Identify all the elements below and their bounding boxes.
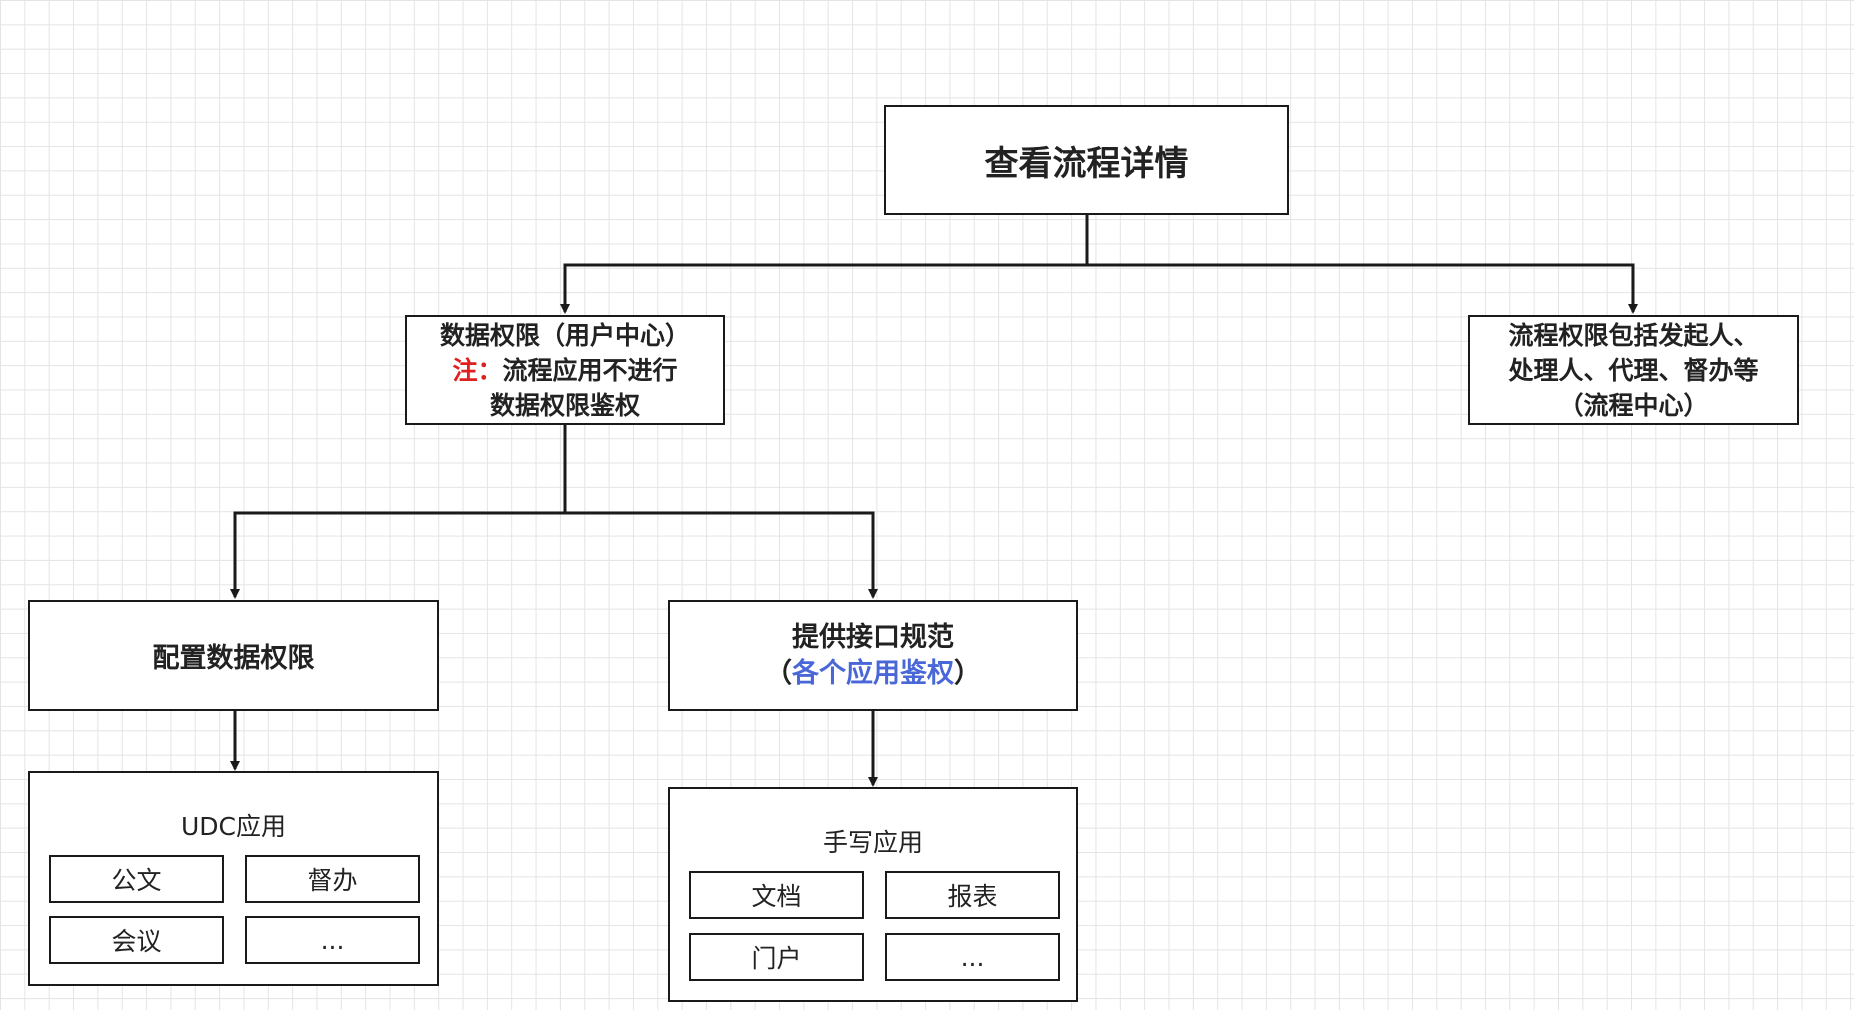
api-node-subtitle: （各个应用鉴权） xyxy=(765,656,981,692)
api-node-title: 提供接口规范 xyxy=(792,621,954,653)
udc-app-title: UDC应用 xyxy=(180,812,286,841)
flow-permission-line1: 流程权限包括发起人、 xyxy=(1508,320,1759,350)
handwrite-app-container[interactable]: 手写应用 文档 报表 门户 ... xyxy=(668,787,1078,1002)
note-text: 流程应用不进行 xyxy=(502,355,678,385)
config-node-label: 配置数据权限 xyxy=(152,643,315,674)
udc-item-more[interactable]: ... xyxy=(245,916,420,964)
config-data-permission-node[interactable]: 配置数据权限 xyxy=(28,600,439,711)
data-permission-title: 数据权限（用户中心） xyxy=(439,320,690,350)
data-permission-subtitle: 数据权限鉴权 xyxy=(489,390,640,420)
handwrite-item-more[interactable]: ... xyxy=(885,933,1060,981)
handwrite-app-title: 手写应用 xyxy=(822,828,923,857)
data-permission-node[interactable]: 数据权限（用户中心） 注：流程应用不进行 数据权限鉴权 xyxy=(405,315,725,425)
flow-permission-node[interactable]: 流程权限包括发起人、 处理人、代理、督办等 （流程中心） xyxy=(1468,315,1799,425)
udc-item-huiyi[interactable]: 会议 xyxy=(49,916,224,964)
edge-root-to-flow-permission xyxy=(1087,263,1638,314)
udc-item-gongwen[interactable]: 公文 xyxy=(49,855,224,903)
root-node-label: 查看流程详情 xyxy=(984,143,1189,184)
edge-data-to-api xyxy=(565,511,878,599)
root-node[interactable]: 查看流程详情 xyxy=(884,105,1289,215)
note-prefix: 注： xyxy=(452,355,503,385)
paren-close: ） xyxy=(954,657,981,689)
handwrite-item-wendang[interactable]: 文档 xyxy=(689,871,864,919)
handwrite-item-baobiao[interactable]: 报表 xyxy=(885,871,1060,919)
api-spec-node[interactable]: 提供接口规范 （各个应用鉴权） xyxy=(668,600,1078,711)
edge-root-to-data-permission xyxy=(560,213,1089,314)
flow-permission-line2: 处理人、代理、督办等 xyxy=(1508,355,1759,385)
paren-open: （ xyxy=(765,657,792,689)
handwrite-item-menhu[interactable]: 门户 xyxy=(689,933,864,981)
flow-permission-line3: （流程中心） xyxy=(1558,390,1709,420)
api-highlight: 各个应用鉴权 xyxy=(792,657,954,689)
udc-app-container[interactable]: UDC应用 公文 督办 会议 ... xyxy=(28,771,439,986)
data-permission-note: 注：流程应用不进行 xyxy=(452,353,677,388)
udc-item-duban[interactable]: 督办 xyxy=(245,855,420,903)
edge-data-to-config xyxy=(230,424,567,599)
